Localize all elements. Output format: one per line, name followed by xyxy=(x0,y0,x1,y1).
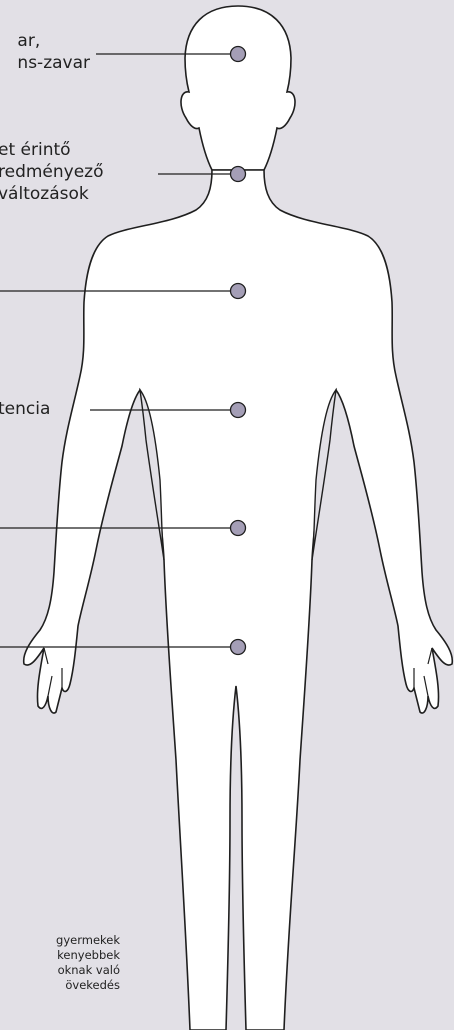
footnote-line-2: kenyebbek xyxy=(56,948,120,963)
footnote-line-4: övekedés xyxy=(56,978,120,993)
label-neck-line-2: redményező xyxy=(0,161,104,183)
label-neck-line-1: et érintő xyxy=(0,139,104,161)
marker-groin xyxy=(231,640,246,655)
label-abdomen-line-1: tencia xyxy=(0,398,50,420)
marker-abdomen xyxy=(231,403,246,418)
label-head: ar, ns-zavar xyxy=(17,30,90,74)
footnote: gyermekek kenyebbek oknak való övekedés xyxy=(56,933,120,993)
head-outline xyxy=(181,6,295,170)
marker-head xyxy=(231,47,246,62)
label-abdomen: tencia xyxy=(0,398,50,420)
marker-neck xyxy=(231,167,246,182)
label-head-line-2: ns-zavar xyxy=(17,52,90,74)
footnote-line-3: oknak való xyxy=(56,963,120,978)
label-neck-line-3: változások xyxy=(0,183,104,205)
marker-pelvis xyxy=(231,521,246,536)
marker-chest xyxy=(231,284,246,299)
label-head-line-1: ar, xyxy=(17,30,90,52)
label-neck: et érintő redményező változások xyxy=(0,139,104,205)
footnote-line-1: gyermekek xyxy=(56,933,120,948)
